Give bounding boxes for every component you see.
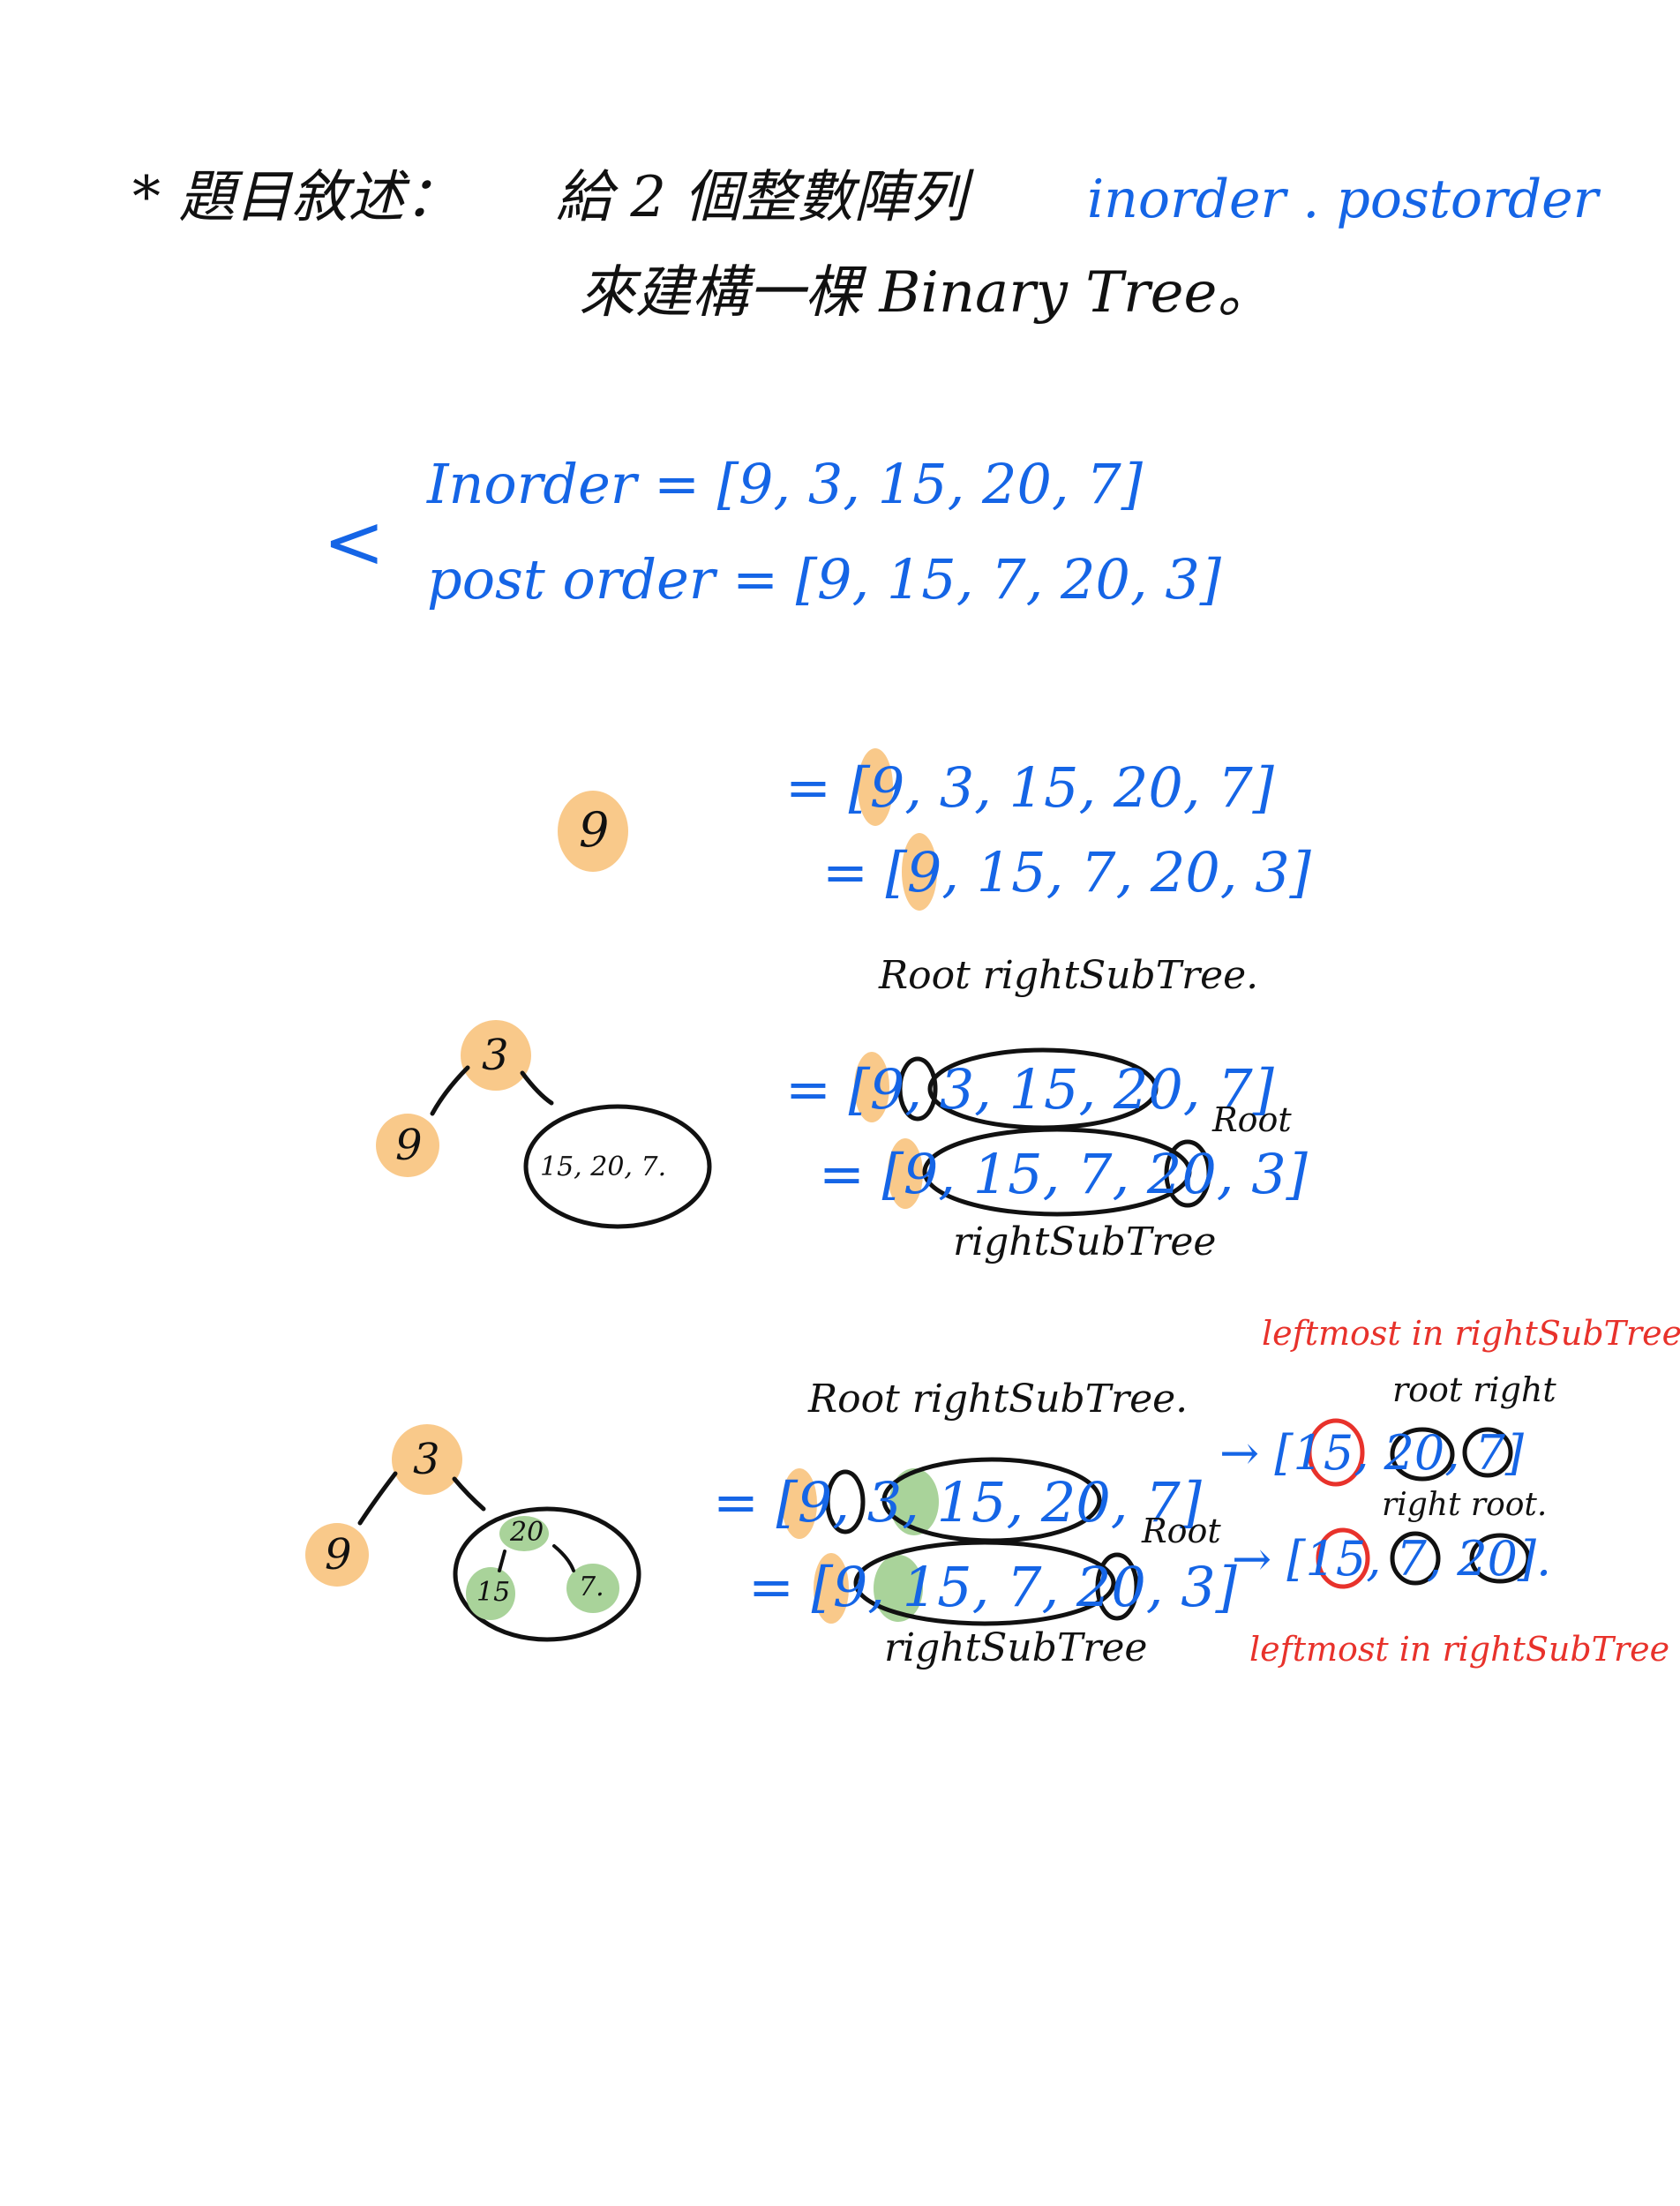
step2-right-group: 15, 20, 7.	[540, 1152, 667, 1182]
step3-subleft-highlight	[466, 1567, 515, 1620]
step3-postorder-3-circle	[1095, 1552, 1139, 1621]
example-inorder: Inorder = [9, 3, 15, 20, 7]	[427, 452, 1143, 516]
step2-inorder-3-circle	[897, 1056, 938, 1122]
step3-edge-left	[357, 1471, 398, 1526]
step3-left: 9	[325, 1530, 352, 1579]
step2-header: Root rightSubTree.	[879, 953, 1259, 998]
step3-subtree-label: rightSubTree	[884, 1625, 1148, 1670]
step3-subright-highlight	[566, 1564, 619, 1613]
step2-root-highlight	[461, 1020, 531, 1091]
step3-inorder-9-highlight	[782, 1468, 817, 1539]
title-line1: * 題目敘述：	[132, 165, 461, 230]
note-bottom: leftmost in rightSubTree	[1249, 1630, 1670, 1669]
title-line2: 來建構一棵 Binary Tree。	[579, 260, 1274, 326]
step3-root-highlight	[392, 1424, 462, 1495]
step3-postorder-subtree-circle	[853, 1540, 1116, 1626]
step3-postorder-15-highlight	[874, 1555, 923, 1622]
step2-subtree-label: rightSubTree	[953, 1219, 1217, 1264]
sub-postorder-15-circle	[1316, 1527, 1370, 1589]
example-postorder: post order = [9, 15, 7, 20, 3]	[427, 547, 1221, 612]
step1-node-highlight	[558, 791, 628, 872]
step3-inorder: = [9, 3, 15, 20, 7]	[713, 1470, 1202, 1534]
title-line1b: 給 2 個整數陣列	[556, 165, 967, 230]
sub-postorder-20-circle	[1469, 1533, 1531, 1584]
step3-inorder-3-circle	[825, 1469, 866, 1534]
step2-inorder: = [9, 3, 15, 20, 7]	[785, 1057, 1274, 1122]
step1-inorder-highlight	[858, 748, 893, 826]
step3-postorder: = [9, 15, 7, 20, 3]	[748, 1555, 1237, 1619]
step1-postorder: = [9, 15, 7, 20, 3]	[822, 840, 1311, 904]
step2-right-group-circle	[523, 1104, 712, 1229]
step2-left-highlight	[376, 1114, 439, 1177]
step3-root: 3	[413, 1435, 440, 1484]
sub-array-postorder: → [15, 7, 20].	[1232, 1531, 1552, 1587]
step3-subtree-circle	[453, 1506, 641, 1642]
note-sub-labels: root right	[1392, 1370, 1556, 1409]
step2-postorder-3-circle	[1164, 1139, 1211, 1208]
step2-edge-left	[430, 1065, 470, 1116]
step2-postorder-subtree-circle	[922, 1127, 1192, 1217]
step3-subroot: 20	[510, 1517, 544, 1548]
sub-array-inorder: → [15, 20, 7]	[1219, 1425, 1524, 1481]
step3-edge-right	[452, 1476, 486, 1512]
title-line1c: inorder . postorder	[1087, 169, 1599, 230]
step2-left: 9	[395, 1121, 423, 1170]
step3-root-label: Root	[1142, 1512, 1221, 1550]
step2-inorder-9-highlight	[854, 1052, 889, 1122]
sub-inorder-20-circle	[1390, 1427, 1455, 1482]
step1-postorder-highlight	[902, 833, 937, 911]
sub-inorder-15-circle	[1307, 1418, 1365, 1487]
step2-postorder-9-highlight	[888, 1138, 923, 1209]
step2-root: 3	[482, 1031, 509, 1080]
step3-subedge-left	[498, 1549, 506, 1572]
step3-left-highlight	[305, 1523, 369, 1587]
step3-subroot-highlight	[499, 1516, 549, 1551]
step3-subright: 7.	[579, 1572, 604, 1602]
note-top: leftmost in rightSubTree	[1262, 1314, 1680, 1353]
sub-postorder-7-circle	[1390, 1531, 1441, 1586]
step1-inorder: = [9, 3, 15, 20, 7]	[785, 755, 1274, 820]
sub-inorder-7-circle	[1462, 1427, 1513, 1478]
step2-edge-right	[520, 1070, 554, 1106]
step3-inorder-15-highlight	[889, 1468, 939, 1535]
step3-postorder-9-highlight	[814, 1553, 849, 1624]
step2-root-label: Root	[1212, 1100, 1292, 1139]
note-mid-labels: right root.	[1382, 1487, 1548, 1523]
step3-header: Root rightSubTree.	[808, 1377, 1189, 1422]
step3-subleft: 15	[476, 1577, 511, 1608]
example-chevron: <	[323, 499, 386, 585]
step2-postorder: = [9, 15, 7, 20, 3]	[819, 1142, 1308, 1206]
step1-node: 9	[579, 802, 610, 858]
step3-subedge-right	[552, 1544, 575, 1572]
